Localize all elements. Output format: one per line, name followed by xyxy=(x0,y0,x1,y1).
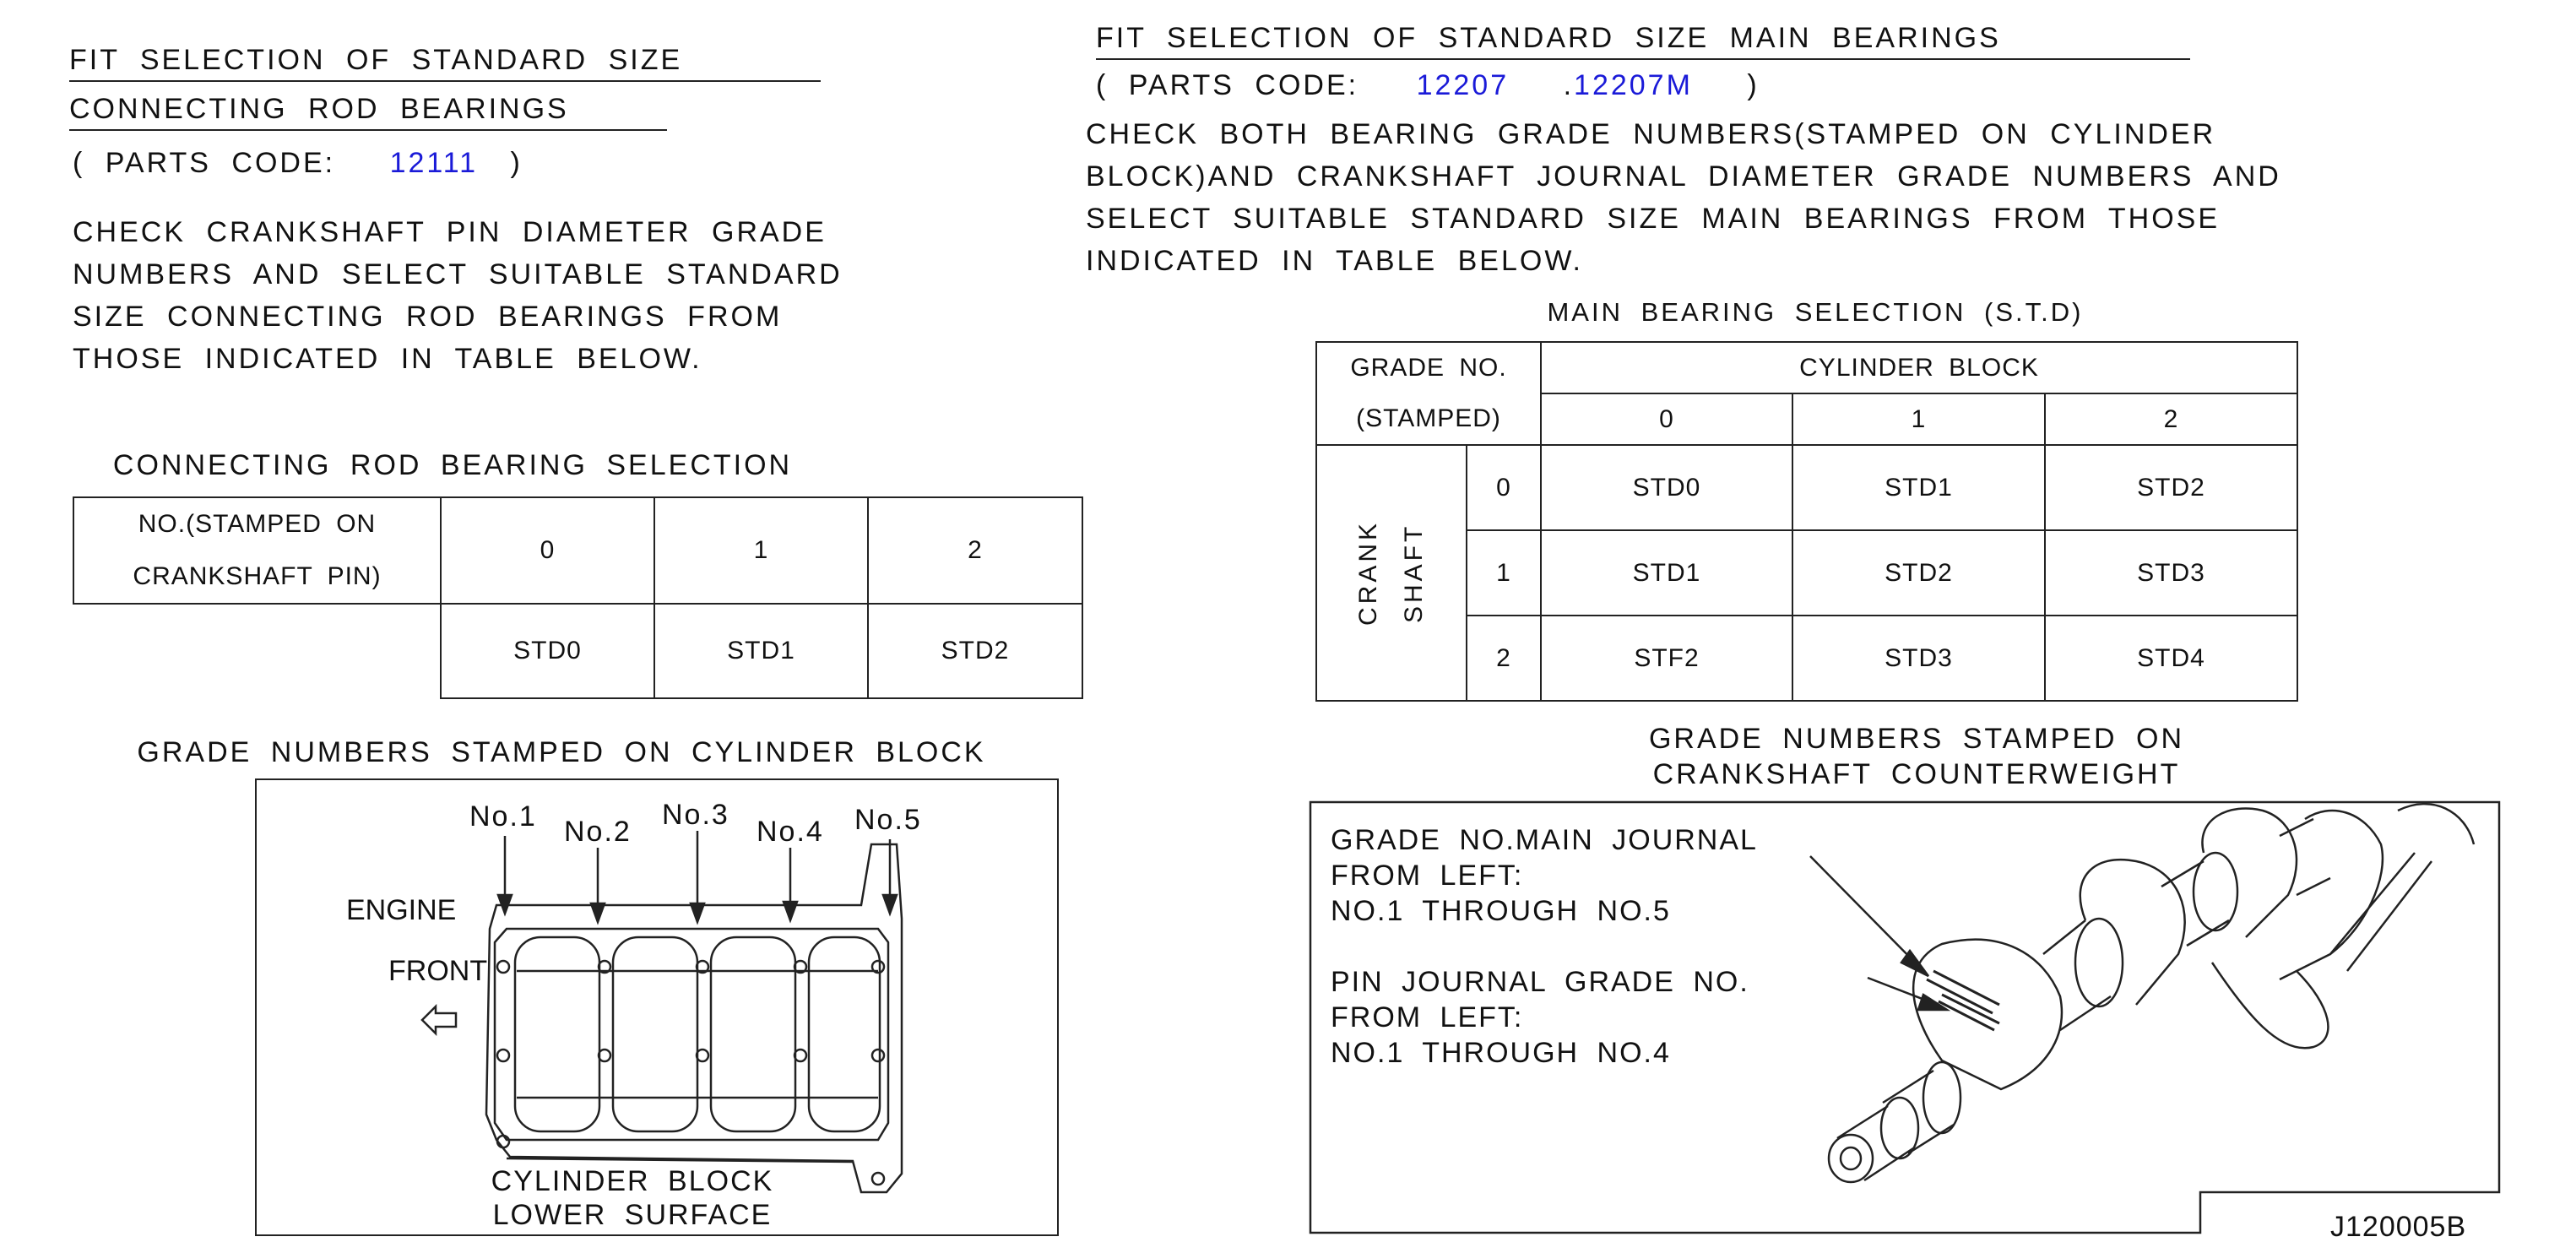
bolt-holes xyxy=(496,959,886,1186)
main-cell-1-1: STD2 xyxy=(1792,529,2047,616)
right-title: FIT SELECTION OF STANDARD SIZE MAIN BEAR… xyxy=(1096,22,2190,60)
main-cell-2-1: STD3 xyxy=(1792,615,2047,702)
left-parts-code-line: ( PARTS CODE: 12111 ) xyxy=(73,147,523,180)
main-parts-code-1: 12207 xyxy=(1416,69,1510,101)
pin-journal-note-line2: FROM LEFT: xyxy=(1331,1001,1524,1033)
front-arrow-icon xyxy=(420,1003,458,1037)
position-label-3: No.3 xyxy=(662,799,729,831)
block-diagram-caption: GRADE NUMBERS STAMPED ON CYLINDER BLOCK xyxy=(137,736,986,768)
main-parts-code-close: ) xyxy=(1747,69,1760,101)
block-grade-1: 1 xyxy=(1792,393,2047,446)
pin-journal-note: PIN JOURNAL GRADE NO. FROM LEFT: NO.1 TH… xyxy=(1331,964,1749,1071)
conrod-grade-2: 2 xyxy=(867,496,1083,605)
cylinder-block-header: CYLINDER BLOCK xyxy=(1540,341,2299,394)
main-table-caption: MAIN BEARING SELECTION (S.T.D) xyxy=(1547,297,2084,327)
grade-no-header: GRADE NO. xyxy=(1315,341,1543,393)
pin-journal-note-line3: NO.1 THROUGH NO.4 xyxy=(1331,1037,1671,1069)
cylinder-block-diagram xyxy=(255,778,1059,1236)
conrod-bearing-1: STD1 xyxy=(653,603,869,699)
stamped-header: (STAMPED) xyxy=(1315,393,1543,446)
crank-diagram-caption-1: GRADE NUMBERS STAMPED ON xyxy=(1648,723,2185,755)
main-cell-0-1: STD1 xyxy=(1792,444,2047,531)
left-title-line1: FIT SELECTION OF STANDARD SIZE xyxy=(69,44,821,82)
main-parts-code-2: 12207M xyxy=(1574,69,1693,101)
block-bottom-label-1: CYLINDER BLOCK xyxy=(491,1165,774,1197)
position-label-1: No.1 xyxy=(469,800,537,833)
main-cell-2-2: STD4 xyxy=(2044,615,2299,702)
position-label-5: No.5 xyxy=(854,804,922,836)
main-cell-1-0: STD1 xyxy=(1540,529,1794,616)
crankshaft-header: CRANK SHAFT xyxy=(1315,444,1467,702)
right-parts-code-line: ( PARTS CODE: 12207 .12207M ) xyxy=(1096,69,1760,102)
crank-diagram-caption-2: CRANKSHAFT COUNTERWEIGHT xyxy=(1652,758,2181,790)
figure-id: J120005B xyxy=(2330,1211,2467,1243)
block-grade-2: 2 xyxy=(2044,393,2299,446)
main-journal-note-line1: GRADE NO.MAIN JOURNAL xyxy=(1331,824,1758,856)
conrod-header-cell: NO.(STAMPED ON CRANKSHAFT PIN) xyxy=(73,496,442,605)
main-bearing-table: GRADE NO. CYLINDER BLOCK (STAMPED) 0 1 2… xyxy=(1315,341,2299,702)
left-title-line2: CONNECTING ROD BEARINGS xyxy=(69,93,667,131)
conrod-bearing-table: NO.(STAMPED ON CRANKSHAFT PIN) 0 1 2 STD… xyxy=(73,496,1083,699)
position-label-4: No.4 xyxy=(757,816,824,848)
main-cell-1-2: STD3 xyxy=(2044,529,2299,616)
block-bottom-label-2: LOWER SURFACE xyxy=(492,1199,773,1231)
conrod-bearing-0: STD0 xyxy=(440,603,655,699)
conrod-header-line2: CRANKSHAFT PIN) xyxy=(133,562,382,590)
parts-code-value: 12111 xyxy=(389,147,479,179)
conrod-header-line1: NO.(STAMPED ON xyxy=(138,510,377,538)
crank-grade-0: 0 xyxy=(1465,444,1543,531)
left-instruction: CHECK CRANKSHAFT PIN DIAMETER GRADE NUMB… xyxy=(73,216,843,375)
main-cell-2-0: STF2 xyxy=(1540,615,1794,702)
crank-grade-2: 2 xyxy=(1465,615,1543,702)
block-outline xyxy=(485,843,903,1194)
block-grade-0: 0 xyxy=(1540,393,1794,446)
main-cell-0-2: STD2 xyxy=(2044,444,2299,531)
main-cell-0-0: STD0 xyxy=(1540,444,1794,531)
position-label-2: No.2 xyxy=(564,816,632,848)
conrod-grade-0: 0 xyxy=(440,496,655,605)
main-journal-note: GRADE NO.MAIN JOURNAL FROM LEFT: NO.1 TH… xyxy=(1331,822,1758,929)
parts-code-label: ( PARTS CODE: xyxy=(73,147,336,179)
main-journal-note-line2: FROM LEFT: xyxy=(1331,860,1524,892)
crank-grade-1: 1 xyxy=(1465,529,1543,616)
main-journal-note-line3: NO.1 THROUGH NO.5 xyxy=(1331,895,1671,927)
conrod-grade-1: 1 xyxy=(653,496,869,605)
main-parts-code-label: ( PARTS CODE: xyxy=(1096,69,1359,101)
right-instruction: CHECK BOTH BEARING GRADE NUMBERS(STAMPED… xyxy=(1086,118,2281,277)
parts-code-close: ) xyxy=(510,147,523,179)
conrod-table-caption: CONNECTING ROD BEARING SELECTION xyxy=(112,449,793,481)
main-parts-code-sep: . xyxy=(1563,69,1575,101)
pin-journal-note-line1: PIN JOURNAL GRADE NO. xyxy=(1331,966,1749,998)
conrod-bearing-2: STD2 xyxy=(867,603,1083,699)
